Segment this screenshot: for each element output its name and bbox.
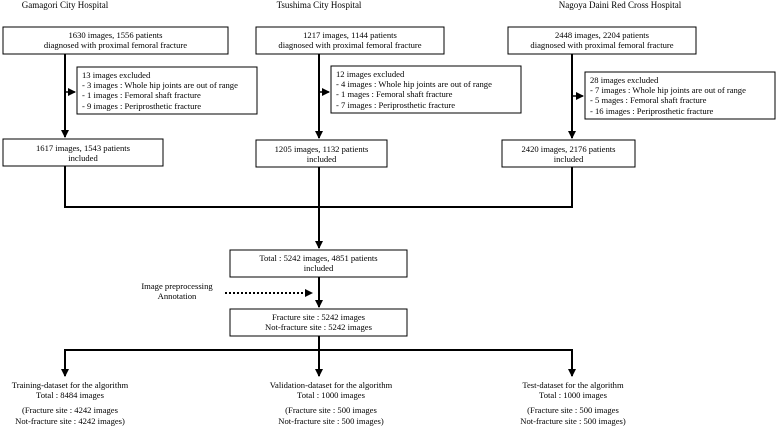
training-dataset-text: Training-dataset for the algorithm Total…: [11, 380, 129, 426]
nagoya-diagnosed-box: [507, 26, 697, 55]
hospital-name-nagoya: Nagoya Daini Red Cross Hospital: [558, 0, 682, 10]
tsushima-diagnosed-text: 1217 images, 1144 patients diagnosed wit…: [278, 30, 422, 51]
nagoya-excluded-box: [584, 71, 776, 120]
nagoya-included-box: [501, 139, 636, 168]
nagoya-excluded-text: 28 images excluded - 7 images : Whole hi…: [590, 75, 746, 116]
tsushima-diagnosed-box: [255, 26, 445, 55]
gamagori-diagnosed-text: 1630 images, 1556 patients diagnosed wit…: [43, 30, 188, 51]
sites-text: Fracture site : 5242 images Not-fracture…: [265, 312, 372, 333]
nagoya-diagnosed-text: 2448 images, 2204 patients diagnosed wit…: [530, 30, 674, 51]
gamagori-excluded-box: [76, 66, 258, 115]
tsushima-excluded-text: 12 images excluded - 4 images : Whole hi…: [336, 69, 492, 110]
tsushima-included-box: [255, 139, 388, 168]
hospital-name-tsushima: Tsushima City Hospital: [276, 0, 362, 10]
gamagori-included-text: 1617 images, 1543 patients included: [35, 143, 131, 164]
tsushima-excluded-box: [330, 65, 522, 114]
nagoya-included-text: 2420 images, 2176 patients included: [521, 144, 616, 165]
total-text: Total : 5242 images, 4851 patients inclu…: [259, 253, 378, 274]
validation-dataset-text: Validation-dataset for the algorithm Tot…: [269, 380, 393, 426]
hospital-name-gamagori: Gamagori City Hospital: [21, 0, 109, 10]
tsushima-included-text: 1205 images, 1132 patients included: [274, 144, 369, 165]
total-box: [229, 249, 408, 278]
gamagori-excluded-text: 13 images excluded - 3 images : Whole hi…: [82, 70, 238, 111]
preprocessing-label: Image preprocessing Annotation: [141, 281, 213, 302]
gamagori-diagnosed-box: [2, 26, 229, 55]
gamagori-included-box: [2, 138, 164, 167]
test-dataset-text: Test-dataset for the algorithm Total : 1…: [520, 380, 626, 426]
